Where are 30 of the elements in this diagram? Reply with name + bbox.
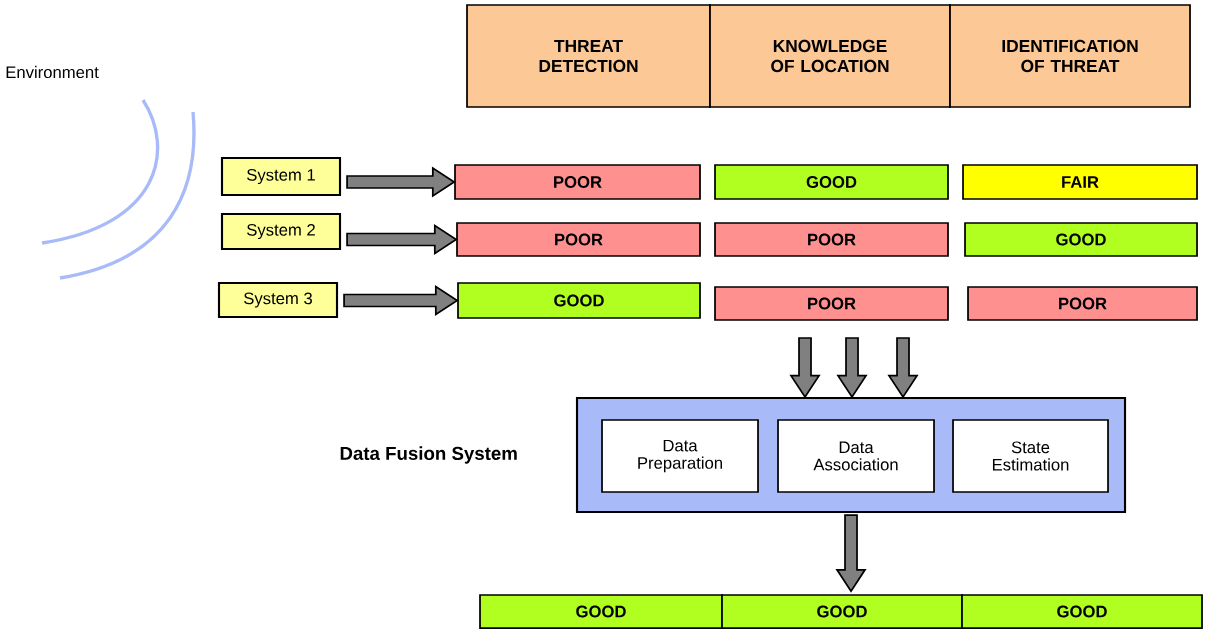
block-arrow [346, 166, 456, 198]
process-box: Data Association [777, 419, 935, 493]
rating-bar: POOR [967, 286, 1198, 321]
rating-bar: GOOD [964, 222, 1198, 257]
rating-bar: POOR [714, 286, 949, 321]
environment-label: Environment [6, 65, 99, 79]
block-arrow [835, 514, 867, 593]
block-arrow [346, 223, 458, 256]
process-box: Data Preparation [601, 419, 759, 493]
rating-bar: GOOD [479, 594, 723, 629]
rating-bar: GOOD [714, 164, 949, 200]
header-box: THREAT DETECTION [466, 4, 711, 108]
header-box: KNOWLEDGE OF LOCATION [709, 4, 951, 108]
rating-bar: POOR [714, 222, 949, 257]
system-box: System 3 [217, 281, 339, 319]
system-box: System 2 [220, 212, 342, 251]
rating-bar: FAIR [962, 164, 1198, 200]
rating-bar: POOR [456, 222, 701, 257]
rating-bar: POOR [454, 164, 701, 200]
process-box: State Estimation [952, 419, 1109, 493]
header-box: IDENTIFICATION OF THREAT [949, 4, 1191, 108]
block-arrow [789, 337, 821, 399]
block-arrow [836, 337, 868, 399]
heading: Data Fusion System [340, 446, 517, 464]
rating-bar: GOOD [457, 282, 701, 319]
block-arrow [887, 337, 919, 399]
system-box: System 1 [220, 156, 342, 197]
rating-bar: GOOD [721, 594, 963, 629]
rating-bar: GOOD [961, 594, 1203, 629]
block-arrow [343, 284, 459, 317]
